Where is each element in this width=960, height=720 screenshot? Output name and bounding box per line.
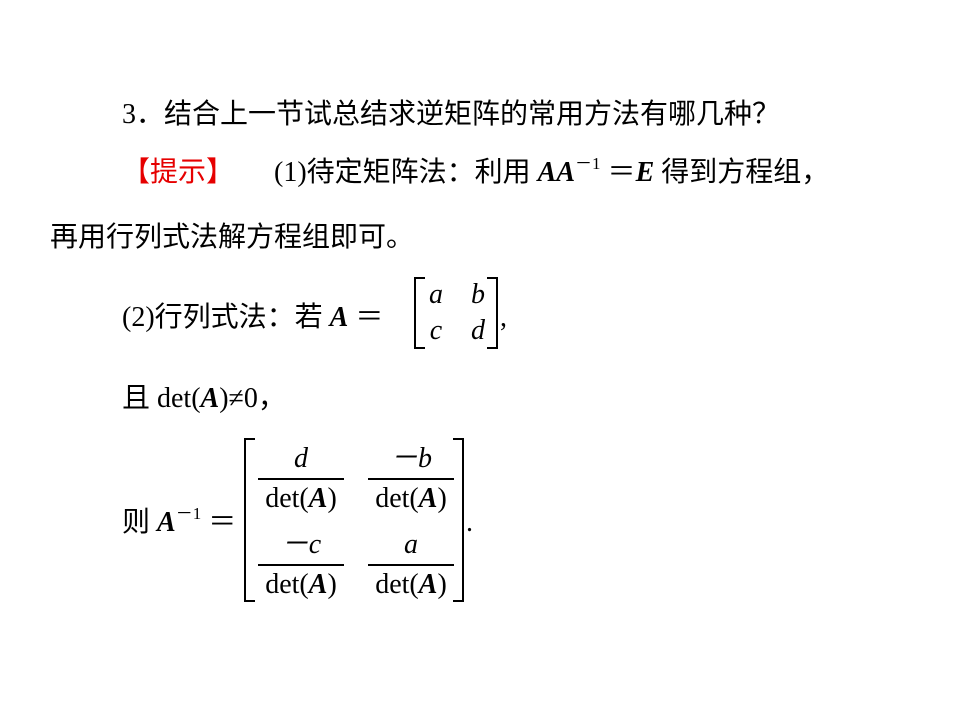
equals-sign: ＝ (607, 157, 636, 188)
numerator-21: －c (280, 529, 322, 560)
inverse-A: A (157, 507, 176, 538)
method2-label: (2)行列式法：若 (122, 302, 323, 333)
inverse-matrix: d det(A) －b det(A) －c det(A) a det(A) (244, 438, 464, 602)
inverse-left-bracket (244, 438, 255, 602)
numerator-11: d (294, 443, 308, 474)
matrix-cell-a: a (429, 279, 443, 310)
matrix-cell-c: c (429, 315, 443, 346)
numerator-22: a (404, 529, 418, 560)
hint-tag: 【提示】 (122, 157, 235, 188)
inverse-period: . (466, 507, 473, 538)
identity-E-symbol: E (635, 157, 655, 188)
matrix-A-symbol: A (537, 157, 557, 188)
denominator-22: det(A) (375, 569, 447, 600)
condition-prefix: 且 det( (122, 383, 201, 414)
condition-A: A (200, 383, 220, 414)
left-bracket (414, 277, 425, 349)
fraction-22: a det(A) (368, 528, 454, 602)
fraction-21: －c det(A) (258, 528, 344, 602)
inverse-right-bracket (453, 438, 464, 602)
matrix-A-symbol-2: A (556, 157, 576, 188)
method1-label: (1)待定矩阵法：利用 (274, 157, 531, 188)
hint-line: 【提示】(1)待定矩阵法：利用 AA－1 ＝E 得到方程组， (122, 155, 829, 191)
method1-tail: 得到方程组， (661, 157, 830, 188)
equals-sign-3: ＝ (208, 507, 237, 538)
inverse-sup: －1 (175, 504, 202, 523)
matrix-cell-b: b (471, 279, 485, 310)
matrix-A-label: A (329, 302, 349, 333)
equals-sign-2: ＝ (355, 302, 384, 333)
inverse-exponent: －1 (575, 154, 601, 173)
condition-suffix: )≠0， (219, 383, 286, 414)
matrix-comma: , (500, 302, 507, 333)
method2-line: (2)行列式法：若 A ＝ (122, 300, 383, 336)
right-bracket (487, 277, 498, 349)
matrix-cell-d: d (471, 315, 485, 346)
inverse-line: 则 A－1 ＝ (122, 505, 236, 541)
matrix-A: a b c d (414, 277, 498, 349)
denominator-11: det(A) (265, 483, 337, 514)
question-text: 3．结合上一节试总结求逆矩阵的常用方法有哪几种？ (122, 99, 781, 130)
method1-continuation: 再用行列式法解方程组即可。 (50, 222, 415, 253)
denominator-21: det(A) (265, 569, 337, 600)
fraction-11: d det(A) (258, 442, 344, 516)
then-label: 则 (122, 507, 151, 538)
numerator-12: －b (389, 443, 432, 474)
fraction-12: －b det(A) (368, 442, 454, 516)
denominator-12: det(A) (375, 483, 447, 514)
condition-line: 且 det(A)≠0， (122, 381, 286, 417)
